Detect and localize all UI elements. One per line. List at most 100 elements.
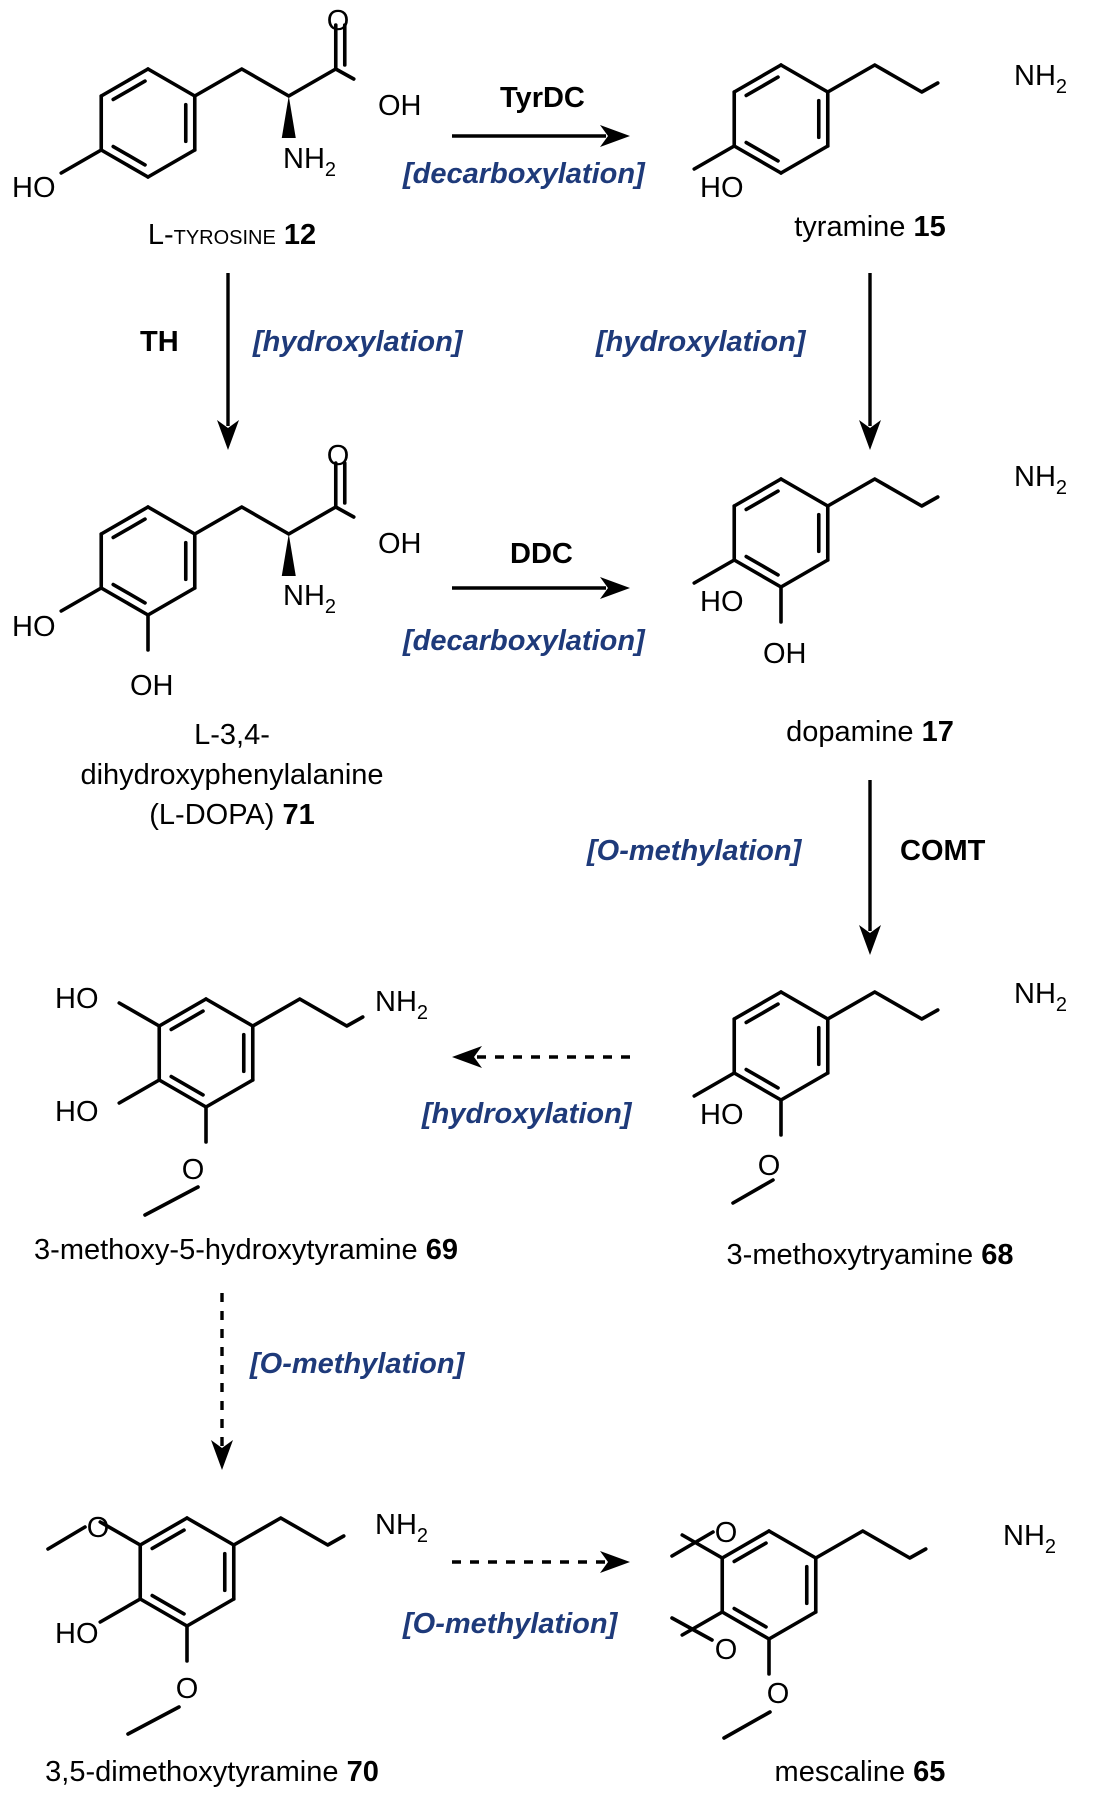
ring-bond bbox=[157, 997, 208, 1028]
ring-bond bbox=[157, 1078, 208, 1109]
hydroxyl-bond bbox=[117, 1078, 162, 1105]
methyl-bond bbox=[143, 1185, 200, 1217]
hydroxyl-4: HO bbox=[700, 586, 744, 618]
methoxy-oxygen-5: O bbox=[715, 1517, 738, 1549]
ring-bond bbox=[732, 477, 783, 508]
methoxy-bond bbox=[680, 1533, 725, 1560]
stereo-wedge bbox=[281, 534, 296, 576]
ring-double-bond bbox=[169, 1009, 205, 1032]
ring-bond bbox=[146, 505, 197, 536]
arrow-head bbox=[600, 577, 630, 599]
ethyl-chain bbox=[813, 1529, 928, 1560]
phenol-hydroxyl: HO bbox=[12, 172, 56, 204]
methoxy-oxygen: O bbox=[758, 1150, 781, 1182]
ring-bond bbox=[146, 586, 197, 617]
arrow-o-methylation-dmt bbox=[452, 1551, 630, 1573]
ring-double-bond bbox=[169, 1074, 205, 1097]
acid-hydroxyl: OH bbox=[378, 90, 422, 122]
ring-bond bbox=[732, 1071, 783, 1102]
arrow-th bbox=[217, 273, 239, 450]
alanine-chain bbox=[192, 67, 356, 98]
methyl-bond bbox=[46, 1525, 87, 1551]
ring-bond bbox=[779, 1071, 830, 1102]
ring-bond bbox=[779, 63, 830, 94]
ethyl-chain bbox=[250, 997, 365, 1028]
acid-hydroxyl: OH bbox=[378, 528, 422, 560]
caption-l-tyrosine: L-tyrosine 12 bbox=[148, 218, 316, 252]
hydroxyl-bond bbox=[692, 1071, 737, 1098]
hydroxyl-5: HO bbox=[55, 983, 99, 1015]
ring-double-bond bbox=[732, 1606, 768, 1629]
ring-bond bbox=[204, 997, 255, 1028]
ring-bond bbox=[204, 1078, 255, 1109]
arrow-head bbox=[217, 420, 239, 450]
amine-label: NH2 bbox=[375, 1509, 428, 1547]
hydroxyl-bond bbox=[59, 586, 104, 613]
methyl-bond bbox=[670, 1530, 715, 1558]
amine-label: NH2 bbox=[1014, 60, 1067, 98]
tyramine-name: tyramine bbox=[794, 211, 906, 243]
dopamine-name: dopamine bbox=[786, 716, 914, 748]
arrow-head bbox=[859, 925, 881, 955]
reaction-dmt-to-mescaline: [O-methylation] bbox=[403, 1608, 618, 1640]
hydroxyl-4: HO bbox=[55, 1096, 99, 1128]
ring-bond bbox=[138, 1516, 189, 1547]
ethyl-chain bbox=[825, 63, 940, 94]
arrow-head bbox=[211, 1440, 233, 1470]
reaction-ldopa-to-dopamine: [decarboxylation] bbox=[403, 625, 645, 657]
ring-bond bbox=[146, 67, 197, 98]
dmt-name: 3,5-dimethoxytyramine bbox=[45, 1756, 339, 1788]
mt-number: 68 bbox=[981, 1239, 1014, 1271]
hydroxyl-bond bbox=[692, 144, 737, 171]
ring-bond bbox=[732, 144, 783, 175]
carbonyl-oxygen: O bbox=[327, 5, 350, 37]
phenol-hydroxyl: HO bbox=[700, 172, 744, 204]
arrow-comt bbox=[859, 780, 881, 955]
hydroxyl-bond bbox=[59, 148, 104, 175]
amine-label: NH2 bbox=[1014, 978, 1067, 1016]
l-dopa-number: 71 bbox=[282, 799, 315, 831]
enzyme-tyrdc: TyrDC bbox=[500, 82, 585, 114]
ring-bond bbox=[779, 990, 830, 1021]
arrow-tyrdc bbox=[452, 125, 630, 147]
hydroxyl-4: HO bbox=[700, 1099, 744, 1131]
ring-bond bbox=[146, 148, 197, 179]
methoxy-bond bbox=[680, 1610, 725, 1637]
ring-bond bbox=[185, 1597, 236, 1628]
methoxy-oxygen-5: O bbox=[87, 1512, 110, 1544]
ring-bond bbox=[767, 1529, 818, 1560]
enzyme-ddc: DDC bbox=[510, 538, 573, 570]
mht-number: 69 bbox=[425, 1234, 458, 1266]
ring-bond bbox=[99, 148, 150, 179]
reaction-tyr-to-ldopa: [hydroxylation] bbox=[253, 326, 463, 358]
methoxy-oxygen-3: O bbox=[767, 1678, 790, 1710]
ethyl-chain bbox=[231, 1516, 346, 1547]
hydroxyl-3: OH bbox=[763, 638, 807, 670]
ring-double-bond bbox=[744, 75, 780, 98]
arrow-head bbox=[859, 420, 881, 450]
ring-bond bbox=[185, 1516, 236, 1547]
caption-3-methoxytryamine: 3-methoxytryamine 68 bbox=[727, 1238, 1014, 1272]
amine-label: NH2 bbox=[283, 580, 336, 618]
l-dopa-line2: dihydroxyphenylalanine bbox=[80, 759, 384, 791]
ring-bond bbox=[720, 1529, 771, 1560]
amine-label: NH2 bbox=[1014, 461, 1067, 499]
ring-bond bbox=[732, 558, 783, 589]
ring-double-bond bbox=[744, 1002, 780, 1025]
caption-l-dopa-line1: L-3,4- bbox=[194, 718, 270, 752]
carbonyl-oxygen: O bbox=[327, 440, 350, 472]
dopamine-number: 17 bbox=[921, 716, 954, 748]
reaction-dopamine-to-mt: [O-methylation] bbox=[587, 835, 802, 867]
amine-label: NH2 bbox=[375, 986, 428, 1024]
ring-double-bond bbox=[744, 140, 780, 163]
enzyme-th: TH bbox=[140, 326, 179, 358]
mt-name: 3-methoxytryamine bbox=[726, 1239, 974, 1271]
hydroxyl-bond bbox=[117, 1001, 162, 1028]
mescaline-number: 65 bbox=[913, 1756, 946, 1788]
caption-dopamine: dopamine 17 bbox=[786, 715, 954, 749]
